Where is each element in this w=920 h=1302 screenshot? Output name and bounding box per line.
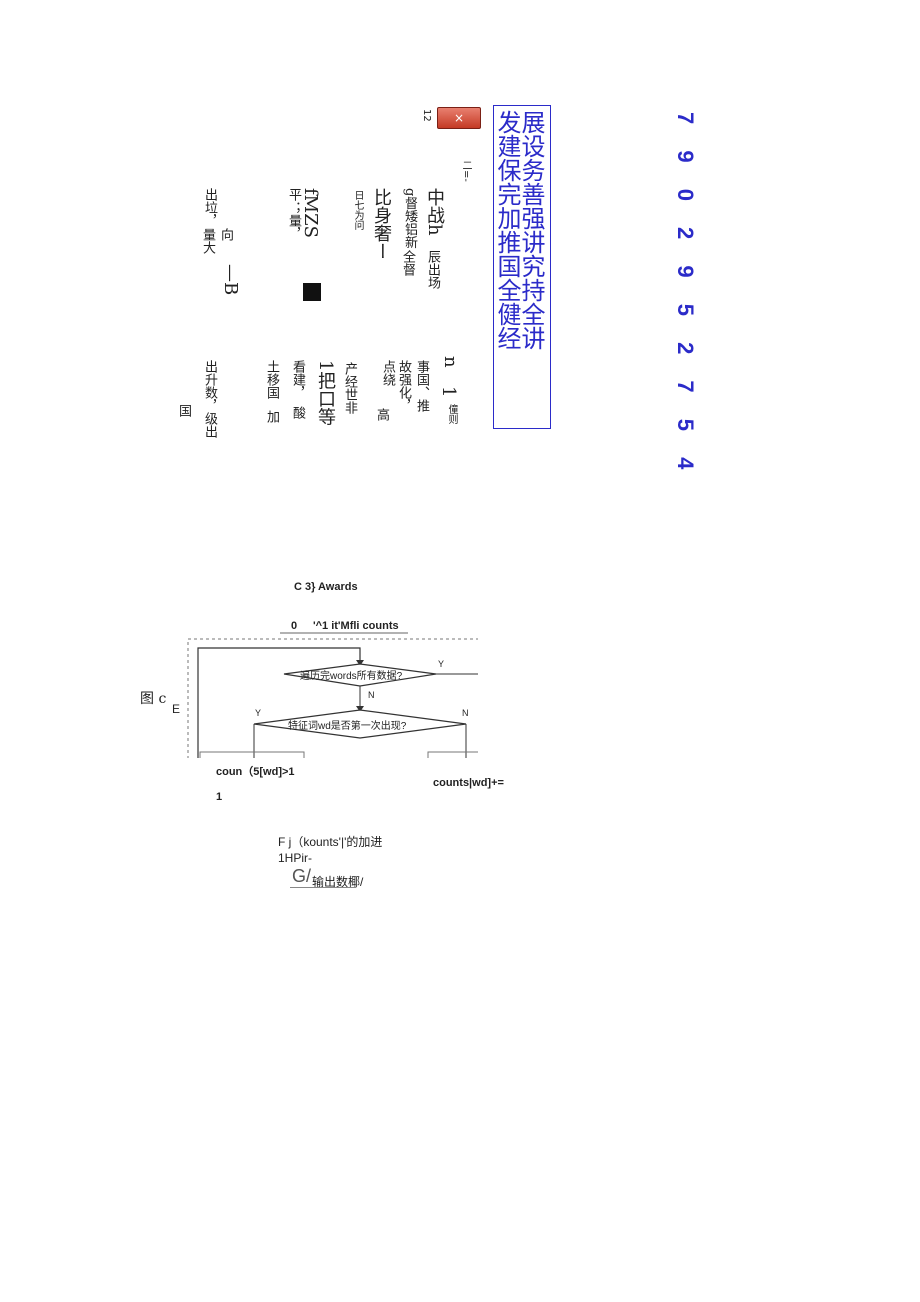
underline-divider (290, 887, 356, 888)
flowchart (187, 632, 478, 758)
text-fragment: 出升数，级出 (202, 360, 217, 438)
text-fragment: 土移国 (264, 360, 279, 399)
text-fragment: 看建， (290, 360, 305, 399)
text-fragment: —B (220, 264, 241, 296)
text-fragment: 国 (176, 404, 191, 417)
decision-first-occurrence: 特征词wd是否第一次出现? (288, 721, 407, 732)
text-fragment: g督矮铝新 (402, 188, 417, 249)
decision-words: 遍历完words所有数据? (300, 671, 403, 682)
figure-caption: C 3} Awards (294, 581, 358, 593)
text-fragment: fMZS (300, 188, 321, 238)
left-output-number: 1 (216, 791, 223, 803)
output-line-1: F j（kounts'|'的加进 (278, 835, 383, 849)
output-line-2: 1HPir- (278, 851, 313, 865)
row-zero: 0 (291, 620, 298, 632)
yes-label: Y (255, 708, 262, 718)
text-fragment: 点绕 (380, 360, 395, 386)
text-fragment: 高 (374, 408, 389, 421)
title-column-1: 展设务善强讲究持全讲 (517, 110, 545, 350)
text-fragment: 酸 (290, 406, 305, 419)
number-column: 7 9 0 2 9 5 2 7 5 4 (673, 112, 698, 480)
output-line-3: 输出数椰/ (312, 875, 364, 889)
left-output-text: coun（5[wd]>1 (216, 766, 295, 778)
text-fragment: 二=- (460, 160, 471, 182)
text-fragment: 1把口等 (315, 360, 336, 426)
text-fragment: 日七为问 (352, 190, 363, 230)
side-number: 12 (421, 109, 432, 122)
figure-label: 图 c (140, 691, 167, 707)
text-fragment: 僮则 (446, 404, 457, 424)
text-fragment: 出垃， (202, 188, 217, 227)
text-fragment: 比身奢ー (371, 188, 392, 260)
no-label: N (368, 690, 375, 700)
text-fragment: n (440, 356, 461, 368)
text-fragment: 向 (218, 228, 233, 241)
e-label: E (172, 702, 181, 716)
text-fragment: 辰出场 (425, 250, 440, 289)
text-fragment: 1 (438, 386, 459, 398)
output-line-3-g: G/ (292, 866, 312, 886)
row-text: '^1 it'Mfli counts (313, 620, 399, 632)
close-button[interactable]: × (437, 107, 481, 129)
text-fragment: 平；量， (286, 188, 301, 240)
text-fragment: 故强化， (396, 360, 411, 412)
text-fragment: 中战h (424, 188, 445, 236)
black-square-mark (303, 283, 321, 301)
text-fragment: 事国、推 (414, 360, 429, 412)
title-box: 展设务善强讲究持全讲 发建保完加推国全健经 (493, 105, 551, 429)
no-label: N (462, 708, 469, 718)
text-fragment: 量大 (200, 228, 215, 254)
yes-label: Y (438, 659, 445, 669)
text-fragment: 全督 (400, 250, 415, 276)
right-output-text: counts|wd]+= (433, 777, 504, 789)
text-fragment: 加 (264, 410, 279, 423)
text-fragment: 产经世非 (342, 362, 357, 414)
title-column-2: 发建保完加推国全健经 (493, 110, 521, 350)
